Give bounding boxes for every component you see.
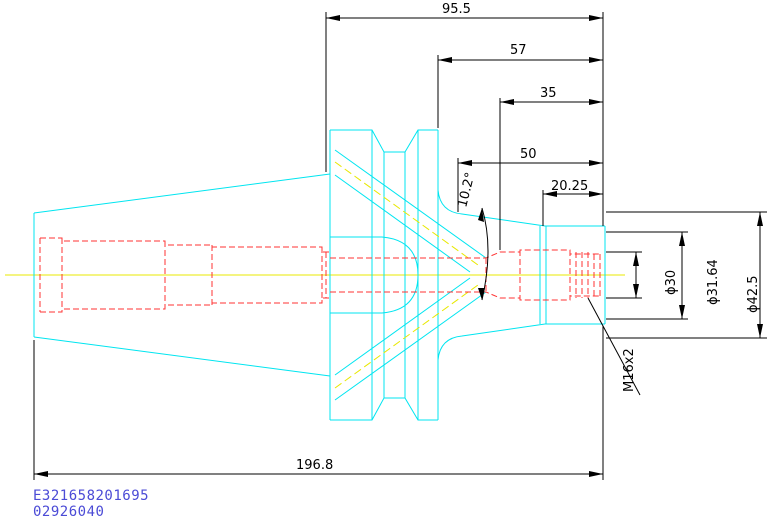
dim-dia-42-5: ϕ42.5 <box>746 275 761 313</box>
dim-dia-30: ϕ30 <box>664 270 679 295</box>
dim-dia-31-64: ϕ31.64 <box>706 259 721 305</box>
dim-angle: 10.2° <box>455 171 478 209</box>
dimension-lines <box>33 12 767 480</box>
flange-outline <box>329 129 439 421</box>
dim-50: 50 <box>520 147 537 162</box>
nose-outline <box>437 189 606 361</box>
dim-thread: M16x2 <box>622 348 637 392</box>
dim-20-25: 20.25 <box>551 179 588 194</box>
coolant-channels <box>334 149 487 401</box>
dim-35: 35 <box>540 86 557 101</box>
dim-95-5: 95.5 <box>442 2 471 17</box>
hidden-lines <box>39 237 601 313</box>
dim-57: 57 <box>510 43 527 58</box>
dim-196-8: 196.8 <box>296 458 333 473</box>
part-code: E321658201695 <box>33 488 150 504</box>
part-number: 02926040 <box>33 504 105 520</box>
